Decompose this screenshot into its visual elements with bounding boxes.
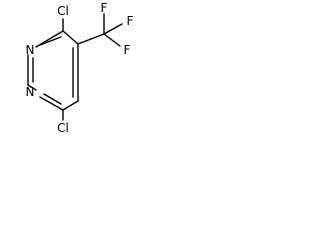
bond-c2-n1 (27, 84, 37, 91)
bond-cf3-f-right (103, 23, 123, 35)
atom-n-bottom: N (26, 85, 35, 99)
bond-c5-cf3 (77, 33, 105, 45)
bond-c6-c5 (62, 100, 79, 111)
bond-c6-n1-inner (43, 93, 62, 105)
atom-cl-top: Cl (57, 4, 69, 18)
bond-c4-n3-inner (39, 36, 62, 46)
bond-cf3-f-bottom (103, 33, 121, 47)
atom-f-right: F (127, 14, 134, 28)
atom-f-bottom: F (124, 43, 131, 57)
structure-diagram: Cl Cl N N F F F (26, 1, 134, 135)
atom-f-top: F (101, 1, 108, 15)
bond-n1-c6 (39, 96, 64, 111)
atom-cl-bottom: Cl (57, 121, 69, 135)
atom-n-top: N (26, 43, 35, 57)
bond-c4-c5 (62, 30, 79, 45)
